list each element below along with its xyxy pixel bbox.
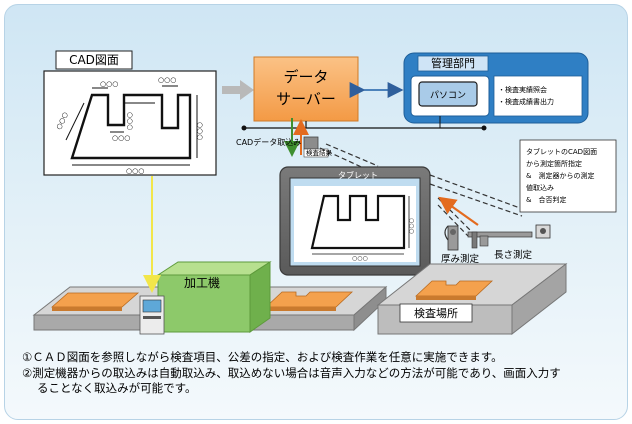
cad-drawing-box	[43, 70, 217, 176]
inspection-label-box	[399, 303, 473, 323]
admin-bullet-1: ・検査実績照会	[498, 85, 547, 94]
note-2: ②測定機器からの取込みは自動取込み、取込めない場合は音声入力などの方法が可能であ…	[22, 365, 561, 380]
callout-line-5: & 合否判定	[526, 195, 566, 204]
wireless-signal-lines	[319, 143, 379, 171]
instrument-signal-lines	[429, 174, 523, 237]
pc-label: パソコン	[430, 90, 466, 101]
server-label-line1: データ	[283, 68, 328, 86]
machining-unit-front	[157, 274, 251, 333]
thickness-measure-label: 厚み測定	[441, 253, 480, 265]
admin-title-box	[417, 55, 489, 72]
tablet-part-outline	[310, 194, 406, 250]
cad-dim-notch: ○○○	[112, 134, 130, 142]
length-measure-label: 長さ測定	[494, 249, 533, 261]
note-1: ①ＣＡＤ図面を参照しながら検査項目、公差の指定、および検査作業を任意に実施できま…	[22, 350, 503, 364]
caliper-icon	[467, 224, 551, 249]
machine-terminal-icon	[139, 295, 165, 335]
cad-label-box	[55, 50, 133, 70]
tablet-dim-right: ○○○	[408, 218, 415, 234]
tablet-drawing-area	[294, 186, 416, 262]
cad-dim-bottom: ○○○	[126, 167, 144, 175]
cad-dim-right: ○○○	[196, 122, 204, 140]
wireless-device	[303, 136, 319, 150]
tablet-label: タブレット	[338, 170, 378, 180]
server-label-line2: サーバー	[276, 90, 336, 108]
note-2-continued: ることなく取込みが可能です。	[37, 381, 197, 395]
cad-dim-top-left: ○○○	[100, 80, 118, 88]
callout-line-2: から測定箇所指定	[526, 159, 582, 168]
admin-functions-box	[493, 75, 583, 117]
measurement-data-arrow	[438, 196, 479, 226]
tablet-dim-bottom: ○○○	[352, 255, 368, 262]
pc-screen	[418, 81, 478, 107]
notes-section: ①ＣＡＤ図面を参照しながら検査項目、公差の指定、および検査作業を任意に実施できま…	[22, 350, 622, 397]
results-label: 検査結果	[306, 148, 333, 157]
cad-import-label: CADデータ取込み	[236, 137, 301, 147]
cad-to-server-arrow	[222, 80, 254, 100]
callout-line-1: タブレットのCAD図面	[526, 147, 597, 156]
admin-title: 管理部門	[431, 56, 475, 70]
callout-line-4: 値取込み	[526, 183, 554, 192]
machining-label: 加工機	[184, 275, 220, 290]
callout-line-3: & 測定器からの測定	[526, 171, 594, 180]
cad-label: CAD図面	[69, 53, 119, 67]
part-after-machining	[264, 291, 354, 308]
data-server-box	[253, 56, 359, 122]
thickness-gauge-icon	[444, 225, 459, 251]
cad-part-outline	[70, 93, 192, 160]
cad-dim-top-right: ○○○	[158, 76, 176, 84]
cad-dim-inner: ○○○	[126, 112, 134, 130]
admin-bullet-2: ・検査成績書出力	[498, 97, 554, 106]
tablet-callout-box	[519, 139, 617, 213]
inspection-part	[414, 280, 494, 297]
inspection-area-label: 検査場所	[414, 306, 458, 320]
